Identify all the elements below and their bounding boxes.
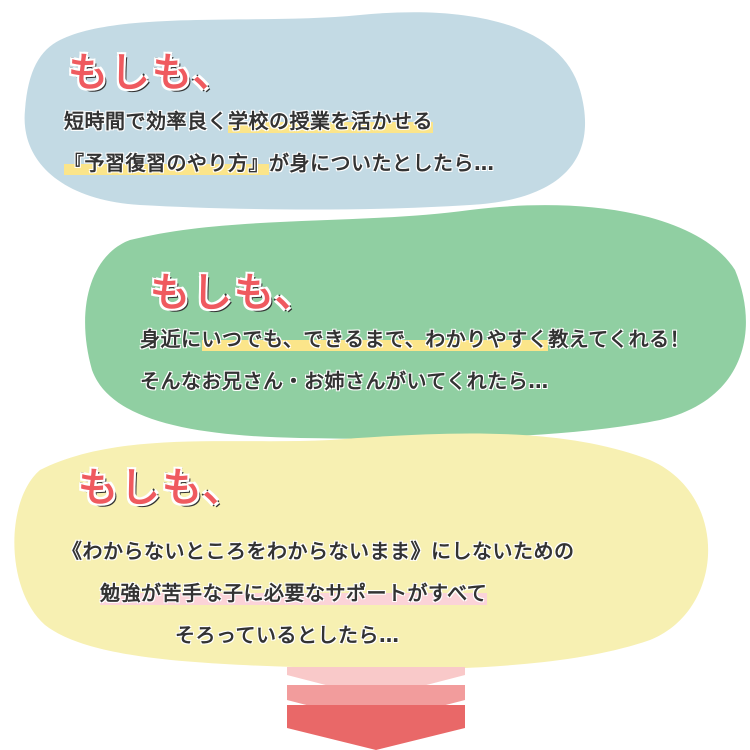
block3-line1: 《わからないところをわからないまま》にしないための bbox=[62, 535, 575, 564]
highlight: いつでも、できるまで、わかりやすく bbox=[201, 327, 549, 351]
highlight: 学校の授業を活かせる bbox=[228, 109, 433, 133]
block1-line2: 『予習復習のやり方』が身についたとしたら… bbox=[64, 147, 495, 176]
text: 短時間で効率良く bbox=[64, 109, 228, 133]
block1-heading: もしも、 bbox=[67, 49, 235, 98]
block2-line2: そんなお兄さん・お姉さんがいてくれたら… bbox=[140, 365, 549, 394]
block3-heading: もしも、 bbox=[77, 464, 245, 513]
blob-yellow bbox=[14, 433, 709, 670]
text: 《わからないところをわからないまま》にしないための bbox=[62, 539, 575, 563]
triple-chevron-down-icon bbox=[287, 667, 465, 750]
block2-line1: 身近にいつでも、できるまで、わかりやすく教えてくれる！ bbox=[140, 323, 690, 352]
block3-line3: そろっているとしたら… bbox=[175, 619, 400, 648]
text: 身近に bbox=[140, 327, 202, 351]
block1-line1: 短時間で効率良く学校の授業を活かせる bbox=[64, 105, 433, 134]
text: 教えてくれる！ bbox=[548, 327, 691, 351]
block2-heading: もしも、 bbox=[149, 269, 317, 318]
highlight: 勉強が苦手な子に必要なサポートがすべて bbox=[100, 581, 488, 605]
text: が身についたとしたら… bbox=[269, 151, 495, 175]
highlight: 『予習復習のやり方』 bbox=[64, 151, 269, 175]
block3-line2: 勉強が苦手な子に必要なサポートがすべて bbox=[100, 577, 488, 606]
text: そろっているとしたら… bbox=[175, 623, 400, 647]
blob-green bbox=[85, 205, 746, 439]
text: そんなお兄さん・お姉さんがいてくれたら… bbox=[140, 369, 549, 393]
